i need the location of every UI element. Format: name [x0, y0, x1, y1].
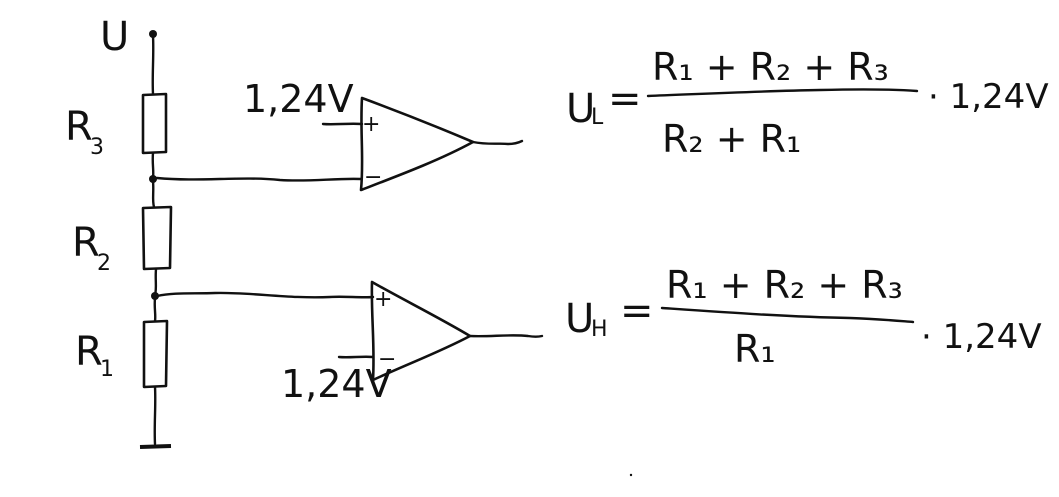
formula-upper-lhs: U	[566, 86, 595, 132]
svg-text:R: R	[72, 220, 100, 266]
resistor-r1-label: R 1	[75, 329, 114, 382]
node-r1-r2	[151, 292, 159, 300]
opamp-upper	[359, 96, 475, 192]
opamp-upper-output	[471, 139, 524, 146]
formula-upper-multiplier: · 1,24V	[928, 77, 1049, 117]
wire-ref-upper	[321, 122, 364, 126]
formula-lower-lhs: U	[565, 296, 594, 342]
formula-upper-fraction-bar	[646, 88, 919, 98]
comparator-upper: 1,24V + −	[155, 77, 524, 192]
resistor-r2-label: R 2	[72, 220, 111, 276]
wire-node-a-upper-minus	[155, 176, 363, 182]
formula-upper: U L = R₁ + R₂ + R₃ R₂ + R₁ · 1,24V	[566, 45, 1049, 161]
formula-upper-equals: =	[608, 76, 642, 122]
opamp-upper-minus: −	[364, 165, 382, 190]
opamp-lower-minus: −	[378, 347, 396, 372]
resistor-r3	[141, 92, 168, 155]
formula-lower: U H = R₁ + R₂ + R₃ R₁ · 1,24V	[565, 263, 1042, 371]
supply-label: U	[100, 14, 129, 60]
formula-lower-denominator: R₁	[734, 327, 776, 371]
svg-text:3: 3	[90, 135, 104, 160]
opamp-lower-plus: +	[374, 287, 392, 312]
opamp-lower-output	[468, 334, 544, 338]
reference-voltage-lower: 1,24V	[281, 362, 392, 406]
formula-lower-multiplier: · 1,24V	[921, 317, 1042, 357]
wire-r3-node-a	[151, 151, 155, 180]
voltage-divider: U R 3 R 2 R 1	[65, 14, 173, 449]
stray-mark	[629, 473, 633, 477]
formula-lower-equals: =	[620, 288, 654, 334]
node-r2-r3	[149, 175, 157, 183]
formula-lower-numerator: R₁ + R₂ + R₃	[666, 263, 903, 307]
resistor-r3-label: R 3	[65, 104, 104, 160]
formula-upper-lhs-sub: L	[591, 105, 604, 130]
opamp-upper-plus: +	[362, 112, 380, 137]
formula-upper-numerator: R₁ + R₂ + R₃	[652, 45, 889, 89]
reference-voltage-upper: 1,24V	[243, 77, 354, 121]
formula-lower-lhs-sub: H	[591, 317, 608, 342]
formula-upper-denominator: R₂ + R₁	[662, 117, 801, 161]
wire-supply-r3	[151, 34, 155, 96]
svg-text:2: 2	[97, 251, 111, 276]
svg-text:R: R	[75, 329, 103, 375]
wire-node-a-r2	[151, 179, 156, 209]
formula-lower-fraction-bar	[660, 306, 915, 324]
wire-r1-ground	[153, 385, 157, 446]
resistor-r2	[141, 205, 173, 271]
wire-node-b-r1	[153, 296, 157, 323]
svg-text:R: R	[65, 104, 93, 150]
wire-r2-node-b	[153, 267, 158, 297]
opamp-lower	[370, 280, 472, 382]
wire-node-b-lower-plus	[155, 291, 375, 299]
ground-symbol	[139, 444, 172, 449]
comparator-lower: + − 1,24V	[155, 280, 544, 406]
resistor-r1	[142, 319, 169, 389]
wire-ref-lower	[337, 355, 375, 359]
supply-terminal	[149, 30, 157, 38]
svg-text:1: 1	[100, 357, 114, 382]
